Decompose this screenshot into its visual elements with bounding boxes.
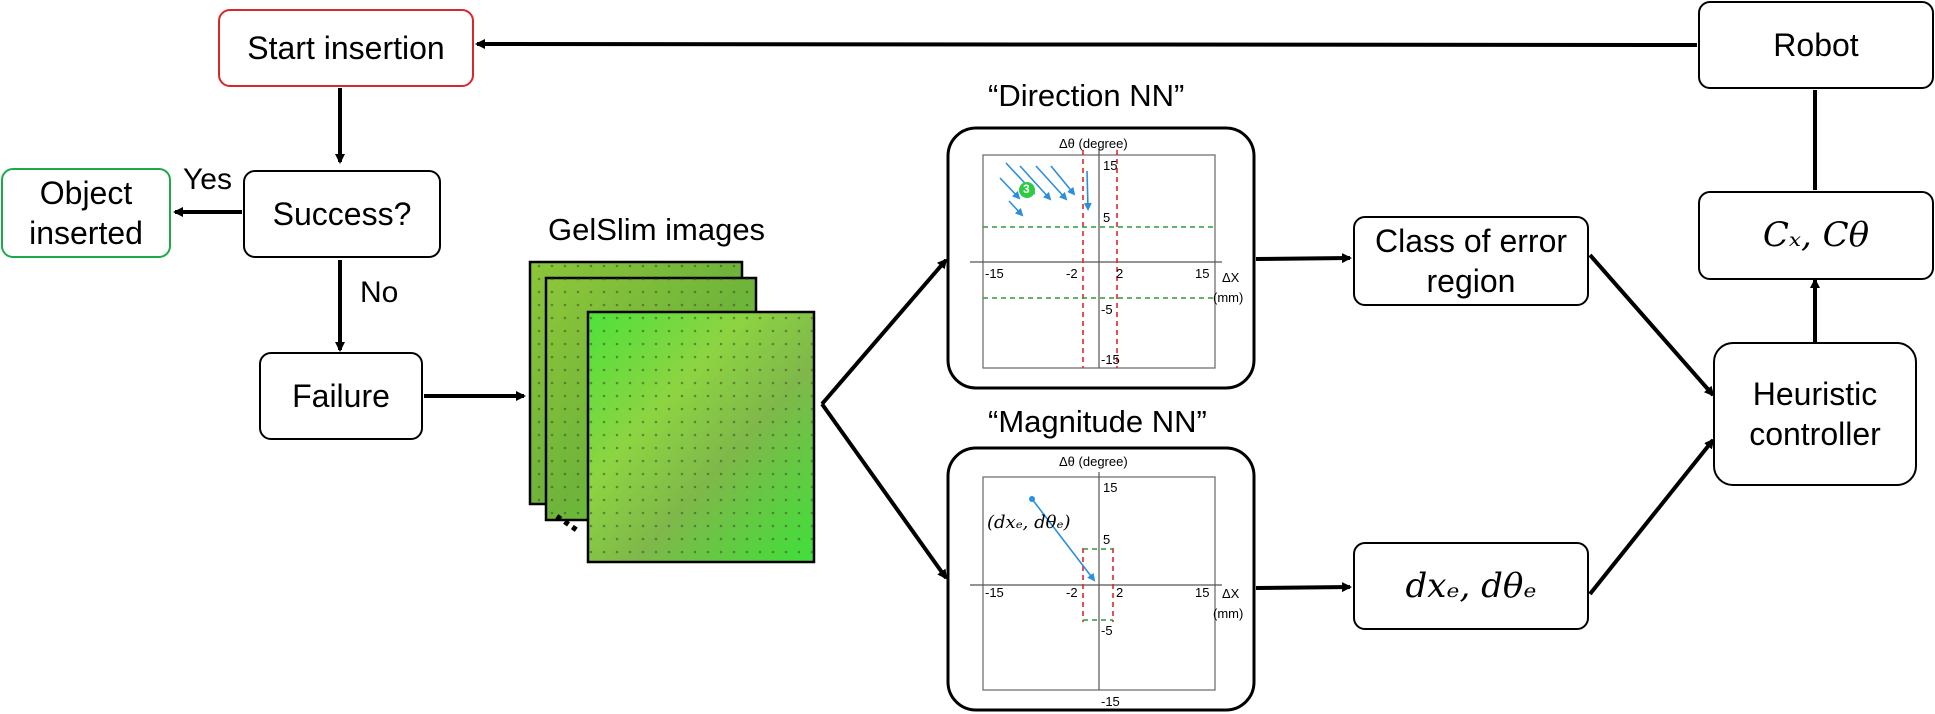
controller-gains-node: Cₓ, Cθ <box>1698 191 1934 280</box>
robot-label: Robot <box>1773 27 1859 63</box>
edge-robot-to-start <box>475 39 1698 50</box>
edge-direction-to-class <box>1255 253 1352 264</box>
success-decision-node: Success? <box>243 170 441 258</box>
gelslim-images-title: GelSlim images <box>548 212 766 247</box>
edges <box>173 39 1820 596</box>
start-insertion-node: Start insertion <box>218 9 474 87</box>
direction-x-tick: 15 <box>1195 266 1210 281</box>
failure-label: Failure <box>292 378 390 414</box>
edge-images-to-magnitude <box>820 402 948 580</box>
region-badge <box>1019 182 1035 198</box>
magnitude-nn-panel <box>946 446 1256 712</box>
heuristic-controller-node: Heuristic controller <box>1713 342 1917 486</box>
edge-magnitude-to-dx <box>1255 582 1352 593</box>
direction-x-tick: -2 <box>1066 266 1078 281</box>
magnitude-x-tick: -2 <box>1066 585 1078 600</box>
direction-x-axis-label: ΔX <box>1222 270 1240 285</box>
heuristic-controller-label: Heuristic controller <box>1749 376 1881 452</box>
controller-gains-label: Cₓ, Cθ <box>1762 215 1870 256</box>
start-insertion-label: Start insertion <box>247 30 445 66</box>
magnitude-x-tick: 2 <box>1116 585 1124 600</box>
magnitude-y-tick: -5 <box>1101 623 1113 638</box>
direction-y-tick: 15 <box>1103 158 1118 173</box>
magnitude-y-tick: 15 <box>1103 480 1118 495</box>
error-region-class-node: Class of error region <box>1353 216 1589 306</box>
direction-x-axis-unit: (mm) <box>1213 290 1244 305</box>
direction-x-tick: -15 <box>985 266 1004 281</box>
edge-images-to-direction <box>820 258 948 406</box>
failure-node: Failure <box>259 352 423 440</box>
no-label: No <box>360 276 399 309</box>
direction-y-tick: 5 <box>1103 210 1111 225</box>
magnitude-y-tick: 5 <box>1103 532 1111 547</box>
direction-y-tick: -5 <box>1101 302 1113 317</box>
magnitude-y-tick: -15 <box>1101 694 1120 709</box>
error-vector-label: (dxₑ, dθₑ) <box>987 512 1071 533</box>
yes-label: Yes <box>183 163 232 196</box>
error-magnitude-node: dxₑ, dθₑ <box>1353 542 1589 630</box>
magnitude-x-axis-unit: (mm) <box>1213 606 1244 621</box>
region-badge-number: 3 <box>1023 182 1030 196</box>
error-magnitude-label: dxₑ, dθₑ <box>1405 565 1537 606</box>
robot-node: Robot <box>1698 1 1934 89</box>
direction-y-axis-label: Δθ (degree) <box>1059 136 1128 151</box>
magnitude-x-tick: -15 <box>985 585 1004 600</box>
direction-y-tick: -15 <box>1101 352 1120 367</box>
object-inserted-label: Object inserted <box>29 175 143 251</box>
direction-nn-panel <box>946 126 1256 390</box>
magnitude-y-axis-label: Δθ (degree) <box>1059 454 1128 469</box>
object-inserted-node: Object inserted <box>1 168 171 258</box>
magnitude-x-tick: 15 <box>1195 585 1210 600</box>
success-label: Success? <box>272 196 412 232</box>
edge-class-to-heuristic <box>1588 253 1715 397</box>
direction-x-tick: 2 <box>1116 266 1124 281</box>
direction-nn-title: “Direction NN” <box>988 78 1185 113</box>
error-vector <box>1031 498 1096 582</box>
gelslim-image-stack <box>528 260 816 564</box>
error-region-class-label: Class of error region <box>1374 223 1568 299</box>
edge-dx-to-heuristic <box>1588 438 1715 596</box>
magnitude-nn-title: “Magnitude NN” <box>988 404 1207 439</box>
magnitude-x-axis-label: ΔX <box>1222 586 1240 601</box>
